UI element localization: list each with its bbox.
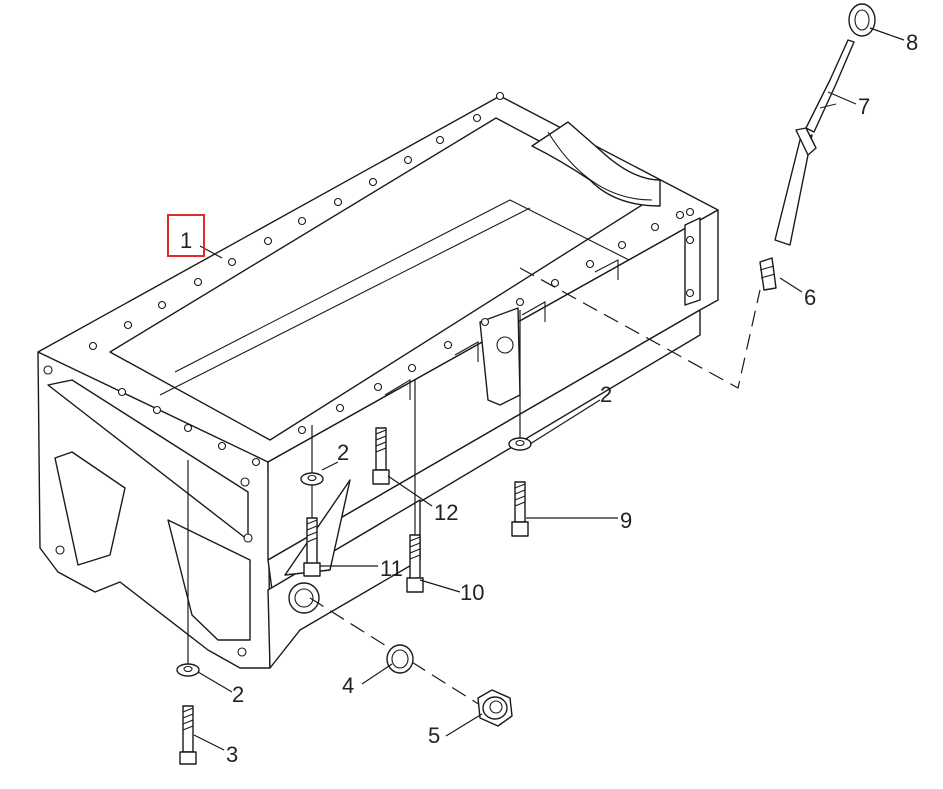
callout-6[interactable]: 6 xyxy=(804,285,816,310)
callout-2-middle[interactable]: 2 xyxy=(337,440,349,465)
callout-2-lower-left[interactable]: 2 xyxy=(232,682,244,707)
dipstick-handle[interactable] xyxy=(848,3,876,37)
callout-4[interactable]: 4 xyxy=(342,673,354,698)
callout-7[interactable]: 7 xyxy=(858,94,870,119)
callout-12[interactable]: 12 xyxy=(434,500,458,525)
oil-pan[interactable] xyxy=(37,91,719,669)
callout-9[interactable]: 9 xyxy=(620,508,632,533)
washer-lower-left[interactable] xyxy=(176,663,200,677)
flange-bolt-holes xyxy=(43,91,695,657)
callout-3[interactable]: 3 xyxy=(226,742,238,767)
callout-11[interactable]: 11 xyxy=(380,556,403,581)
washer-upper-right[interactable] xyxy=(508,437,532,451)
dipstick-fitting[interactable] xyxy=(759,257,777,291)
callout-1-highlight xyxy=(167,214,205,257)
dipstick-tube[interactable] xyxy=(774,39,855,246)
callout-5[interactable]: 5 xyxy=(428,723,440,748)
drain-plug[interactable] xyxy=(477,689,513,727)
bolt-10[interactable] xyxy=(406,534,424,593)
drain-plug-gasket[interactable] xyxy=(386,644,414,674)
bolt-3[interactable] xyxy=(179,705,197,765)
bolt-9[interactable] xyxy=(511,481,529,537)
washer-middle[interactable] xyxy=(300,472,324,486)
callout-1[interactable]: 1 xyxy=(180,228,192,253)
callout-10[interactable]: 10 xyxy=(460,580,484,605)
bolt-11[interactable] xyxy=(303,517,321,577)
callout-2-upper-right[interactable]: 2 xyxy=(600,382,612,407)
callout-8[interactable]: 8 xyxy=(906,30,918,55)
callout-leaders xyxy=(193,27,905,751)
bolt-12[interactable] xyxy=(372,427,390,485)
